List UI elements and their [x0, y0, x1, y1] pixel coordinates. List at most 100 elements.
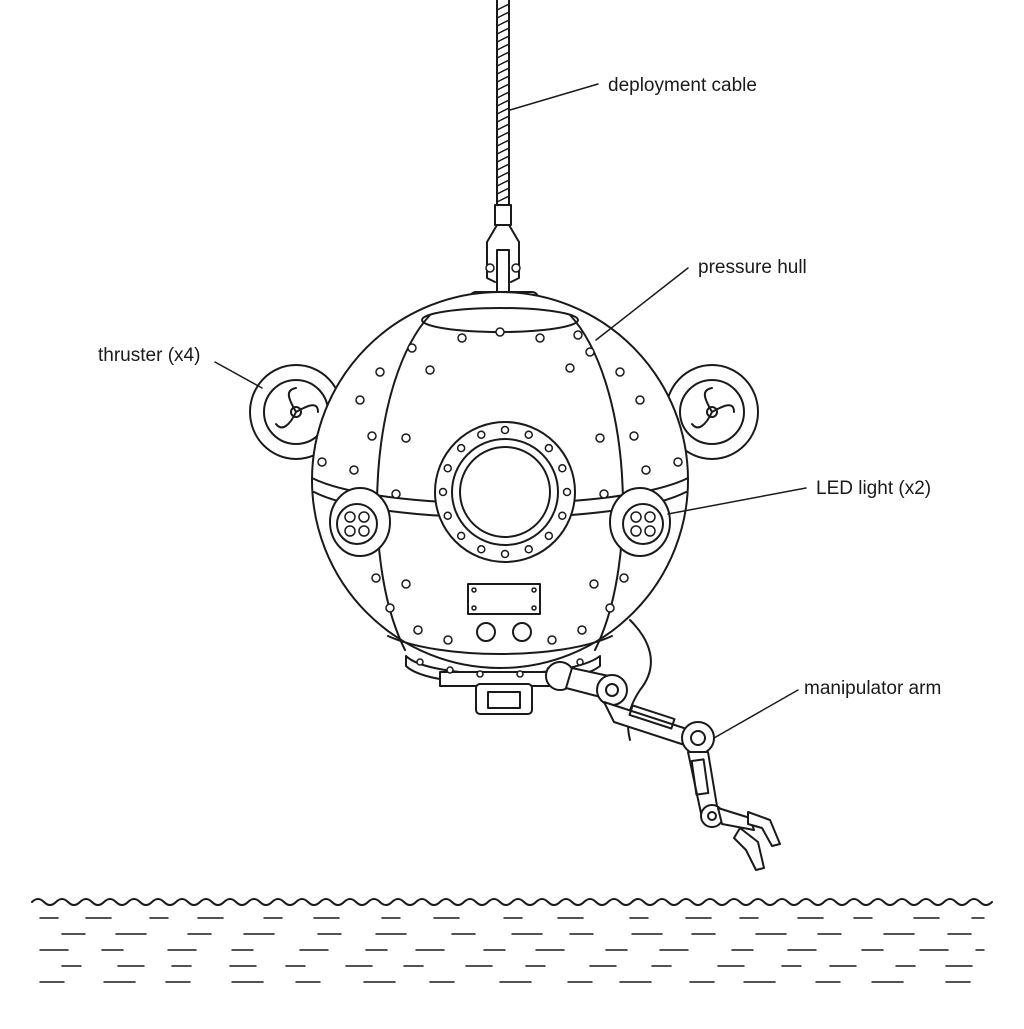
hull-rivet	[615, 367, 625, 377]
cable-strand	[496, 59, 510, 67]
label-deployment-cable: deployment cable	[608, 75, 757, 96]
cable-strand	[496, 123, 510, 131]
hull-rivet	[535, 333, 545, 343]
hull-rivet	[495, 327, 505, 337]
hull-rivet	[371, 573, 381, 583]
hull-rivet	[573, 330, 583, 340]
leader-deployment-cable	[509, 83, 599, 111]
hull-rivet	[577, 625, 587, 635]
label-led-light: LED light (x2)	[816, 478, 932, 499]
viewport-porthole	[434, 421, 576, 563]
cable-strand	[496, 99, 510, 107]
hull-rivet	[641, 465, 651, 475]
hull-rivet	[367, 431, 377, 441]
viewport-bolt	[562, 487, 572, 497]
hull-rivet	[629, 431, 639, 441]
viewport-bolt	[477, 545, 486, 554]
cable-strand	[496, 171, 510, 179]
hull-rivet	[595, 433, 605, 443]
cable-strand	[496, 51, 510, 59]
thruster-right	[665, 364, 759, 460]
cable-strand	[496, 131, 510, 139]
cable-strand	[496, 139, 510, 147]
viewport-bolt	[443, 464, 452, 473]
cable-strand	[496, 195, 510, 203]
viewport-bolt	[524, 545, 533, 554]
cable-strand	[496, 35, 510, 43]
hull-rivet	[635, 395, 645, 405]
led-light-left	[329, 487, 391, 557]
cable-strand	[496, 179, 510, 187]
cable-strand	[496, 27, 510, 35]
viewport-bolt	[558, 464, 567, 473]
cable-strand	[496, 11, 510, 19]
collar-rivet	[446, 666, 454, 674]
viewport-bolt	[500, 549, 510, 559]
hull-rivet	[413, 625, 423, 635]
hull-rivet	[547, 635, 557, 645]
hull-rivet	[599, 489, 609, 499]
viewport-bolt	[524, 430, 533, 439]
leader-manipulator-arm	[713, 689, 799, 739]
deployment-cable	[494, 0, 512, 226]
water-surface	[31, 898, 993, 983]
cable-strand	[496, 147, 510, 155]
cable-strand	[496, 83, 510, 91]
hull-rivet	[425, 365, 435, 375]
label-manipulator-arm: manipulator arm	[804, 678, 942, 699]
label-pressure-hull: pressure hull	[698, 257, 807, 278]
viewport-bolt	[438, 487, 448, 497]
hull-rivet	[391, 489, 401, 499]
collar-rivet	[576, 658, 584, 666]
hull-rivet	[349, 465, 359, 475]
viewport-bolt	[500, 425, 510, 435]
hull-rivet	[589, 579, 599, 589]
collar-rivet	[416, 658, 424, 666]
label-thruster: thruster (x4)	[98, 345, 201, 366]
hull-rivet	[585, 347, 595, 357]
leader-led-light	[667, 487, 807, 515]
cable-strand	[496, 19, 510, 27]
cable-strand	[496, 107, 510, 115]
hull-rivet	[355, 395, 365, 405]
viewport-bolt	[477, 430, 486, 439]
viewport-bolt	[544, 443, 554, 453]
hull-rivet	[673, 457, 683, 467]
lifting-shackle	[485, 224, 521, 297]
hull-rivet	[605, 603, 615, 613]
led-light-right	[609, 487, 671, 557]
cable-strand	[496, 91, 510, 99]
hull-rivet	[565, 363, 575, 373]
hull-rivet	[385, 603, 395, 613]
hull-rivet	[407, 343, 417, 353]
hull-rivet	[457, 333, 467, 343]
control-knob-right	[512, 622, 532, 642]
leader-thruster	[214, 361, 263, 389]
manipulator-arm	[545, 661, 781, 871]
viewport-bolt	[544, 531, 554, 541]
hull-rivet	[443, 635, 453, 645]
cable-strand	[496, 155, 510, 163]
name-plate	[467, 583, 541, 615]
hull-rivet	[401, 433, 411, 443]
hull-rivet	[401, 579, 411, 589]
cable-strand	[496, 3, 510, 11]
cable-strand	[496, 187, 510, 195]
hull-rivet	[375, 367, 385, 377]
viewport-bolt	[456, 443, 466, 453]
control-knob-left	[476, 622, 496, 642]
cable-strand	[496, 67, 510, 75]
collar-rivet	[516, 670, 524, 678]
cable-strand	[496, 163, 510, 171]
viewport-bolt	[443, 511, 452, 520]
hull-rivet	[619, 573, 629, 583]
collar-rivet	[476, 670, 484, 678]
cable-strand	[496, 43, 510, 51]
viewport-bolt	[456, 531, 466, 541]
cable-strand	[496, 115, 510, 123]
cable-strand	[496, 75, 510, 83]
hull-rivet	[317, 457, 327, 467]
viewport-bolt	[558, 511, 567, 520]
leader-pressure-hull	[595, 267, 689, 341]
